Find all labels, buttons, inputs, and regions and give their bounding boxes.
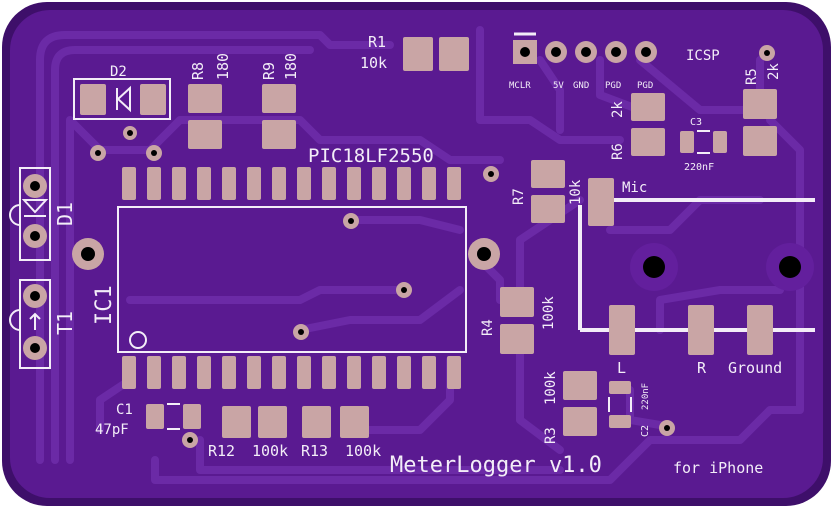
d1-ref-label: D1 <box>53 202 77 226</box>
r13-resistor: R13 100k <box>301 406 381 460</box>
ic1-ref-label: IC1 <box>92 285 117 325</box>
r12-value-label: 100k <box>252 442 288 460</box>
c1-value-label: 47pF <box>95 422 129 438</box>
r12-resistor: R12 100k <box>208 406 288 460</box>
d2-ref-label: D2 <box>110 64 127 80</box>
r12-ref-label: R12 <box>208 442 235 460</box>
audio-jack-outline <box>578 198 815 332</box>
c1-capacitor: C1 47pF <box>95 402 201 438</box>
mounting-holes <box>72 238 500 270</box>
right-channel-label: R <box>697 359 707 377</box>
r3-value-label: 100k <box>543 371 559 405</box>
left-channel-label: L <box>617 359 626 377</box>
r3-resistor: 100k R3 <box>543 371 597 444</box>
board-title: MeterLogger v1.0 <box>390 453 602 478</box>
audio-pads: L R Ground <box>609 305 782 377</box>
r5-value-label: 2k <box>766 63 782 80</box>
t1-transistor: T1 <box>9 279 77 369</box>
jack-holes <box>630 243 814 291</box>
ic1-part-label: PIC18LF2550 <box>308 145 434 167</box>
r6-value-label: 2k <box>610 101 626 118</box>
c2-ref-label: C2 <box>640 425 651 437</box>
r3-ref-label: R3 <box>543 427 559 444</box>
ic1-body-outline <box>117 206 467 353</box>
r9-resistor: R9 180 <box>260 53 300 149</box>
c1-ref-label: C1 <box>116 402 133 418</box>
r8-resistor: R8 180 <box>188 53 232 149</box>
r13-value-label: 100k <box>345 442 381 460</box>
r5-ref-label: R5 <box>744 68 760 85</box>
r8-ref-label: R8 <box>189 62 207 80</box>
r7-ref-label: R7 <box>511 188 527 205</box>
c3-capacitor: C3 220nF <box>680 117 727 173</box>
r4-value-label: 100k <box>541 296 557 330</box>
icsp-header: ICSP MCLR 5V GND PGD PGD <box>509 32 720 91</box>
vias <box>90 45 775 448</box>
r4-resistor: R4 100k <box>480 287 557 354</box>
r6-resistor: 2k R6 <box>610 93 665 160</box>
r13-ref-label: R13 <box>301 442 328 460</box>
r7-resistor: R7 10k <box>511 160 584 223</box>
icsp-pin-2: 5V <box>553 81 564 91</box>
r8-value-label: 180 <box>214 53 232 80</box>
icsp-pin-4: PGD <box>605 81 621 91</box>
c3-ref-label: C3 <box>690 117 702 128</box>
d1-diode: D1 <box>9 167 77 261</box>
ground-label: Ground <box>728 359 782 377</box>
r1-ref-label: R1 <box>368 33 386 51</box>
board-subtitle: for iPhone <box>673 459 763 477</box>
r6-ref-label: R6 <box>610 143 626 160</box>
d2-diode: D2 <box>73 64 171 120</box>
mic-label: Mic <box>622 180 647 196</box>
mic-pad: Mic <box>588 178 647 226</box>
ic1-bottom-pins <box>122 356 461 389</box>
ic1-top-pins <box>122 167 461 200</box>
t1-ref-label: T1 <box>53 311 77 335</box>
c3-value-label: 220nF <box>684 162 714 173</box>
icsp-pin-5: PGD <box>637 81 653 91</box>
r9-value-label: 180 <box>282 53 300 80</box>
r1-resistor: R1 10k <box>360 33 469 72</box>
icsp-pin-1: MCLR <box>509 81 531 91</box>
board-surface <box>10 10 823 498</box>
r5-resistor: R5 2k <box>743 63 782 156</box>
icsp-label: ICSP <box>686 48 720 64</box>
ic1-pin1-marker <box>129 331 147 349</box>
r1-value-label: 10k <box>360 54 387 72</box>
c2-value-label: 220nF <box>641 383 651 410</box>
r9-ref-label: R9 <box>260 62 278 80</box>
r7-value-label: 10k <box>568 179 584 205</box>
icsp-pin-3: GND <box>573 81 589 91</box>
r4-ref-label: R4 <box>480 319 496 336</box>
ic1-chip: PIC18LF2550 IC1 <box>92 145 467 389</box>
c2-capacitor: 220nF C2 <box>608 381 651 437</box>
